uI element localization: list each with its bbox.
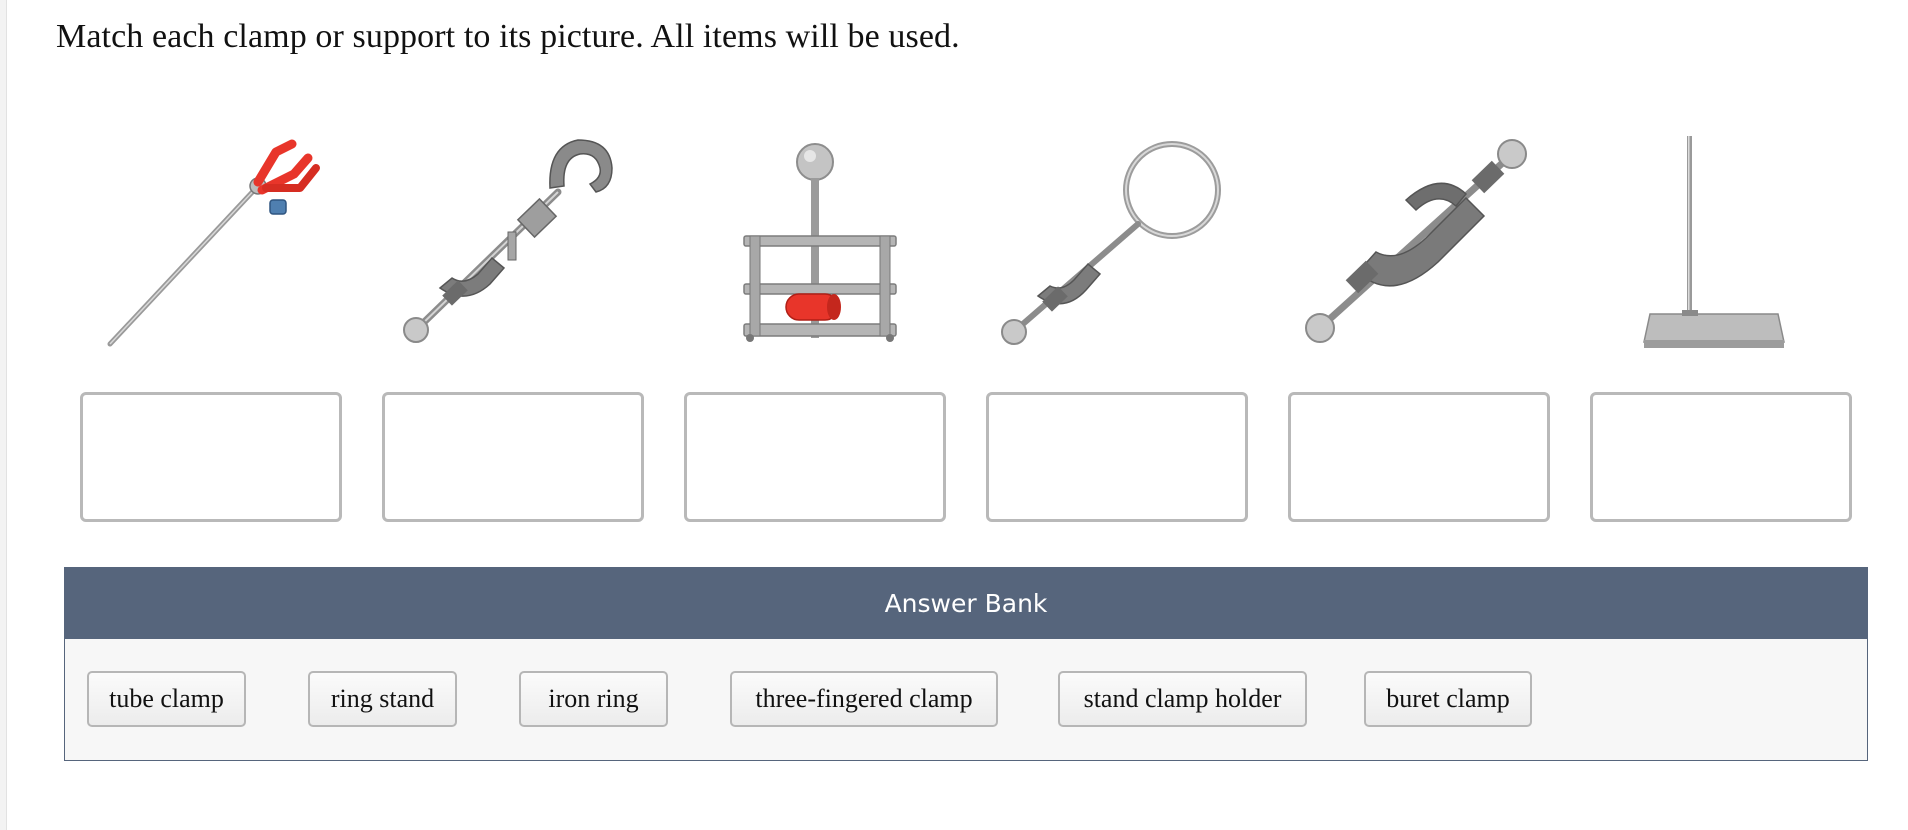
drop-zone-6[interactable] [1590, 392, 1852, 522]
answer-chip-buret-clamp[interactable]: buret clamp [1364, 671, 1532, 727]
drop-zone-4[interactable] [986, 392, 1248, 522]
picture-iron-ring [986, 128, 1248, 358]
iron-ring-icon [1001, 141, 1221, 345]
picture-tube-clamp [684, 128, 946, 358]
answer-bank-title: Answer Bank [65, 568, 1867, 639]
ring-stand-icon [1643, 136, 1785, 348]
picture-stand-clamp-holder [382, 128, 644, 358]
stand-clamp-holder-icon [403, 139, 613, 343]
drop-zone-5[interactable] [1288, 392, 1550, 522]
question-prompt: Match each clamp or support to its pictu… [56, 18, 960, 55]
buret-clamp-icon [1305, 139, 1527, 343]
drop-zone-2[interactable] [382, 392, 644, 522]
answer-bank: Answer Bank tube clamp ring stand iron r… [64, 567, 1868, 761]
answer-chip-three-fingered-clamp[interactable]: three-fingered clamp [730, 671, 998, 727]
answer-chip-ring-stand[interactable]: ring stand [308, 671, 457, 727]
drop-zone-row [80, 392, 1860, 528]
drop-zone-1[interactable] [80, 392, 342, 522]
answer-chip-stand-clamp-holder[interactable]: stand clamp holder [1058, 671, 1307, 727]
left-margin-rule [0, 0, 7, 830]
picture-buret-clamp [1288, 128, 1550, 358]
answer-chip-iron-ring[interactable]: iron ring [519, 671, 668, 727]
picture-ring-stand [1590, 128, 1852, 358]
drop-zone-3[interactable] [684, 392, 946, 522]
picture-row [80, 128, 1860, 358]
three-fingered-clamp-icon [107, 139, 320, 347]
picture-three-fingered-clamp [80, 128, 342, 358]
answer-chip-tube-clamp[interactable]: tube clamp [87, 671, 246, 727]
tube-clamp-icon [743, 143, 897, 342]
